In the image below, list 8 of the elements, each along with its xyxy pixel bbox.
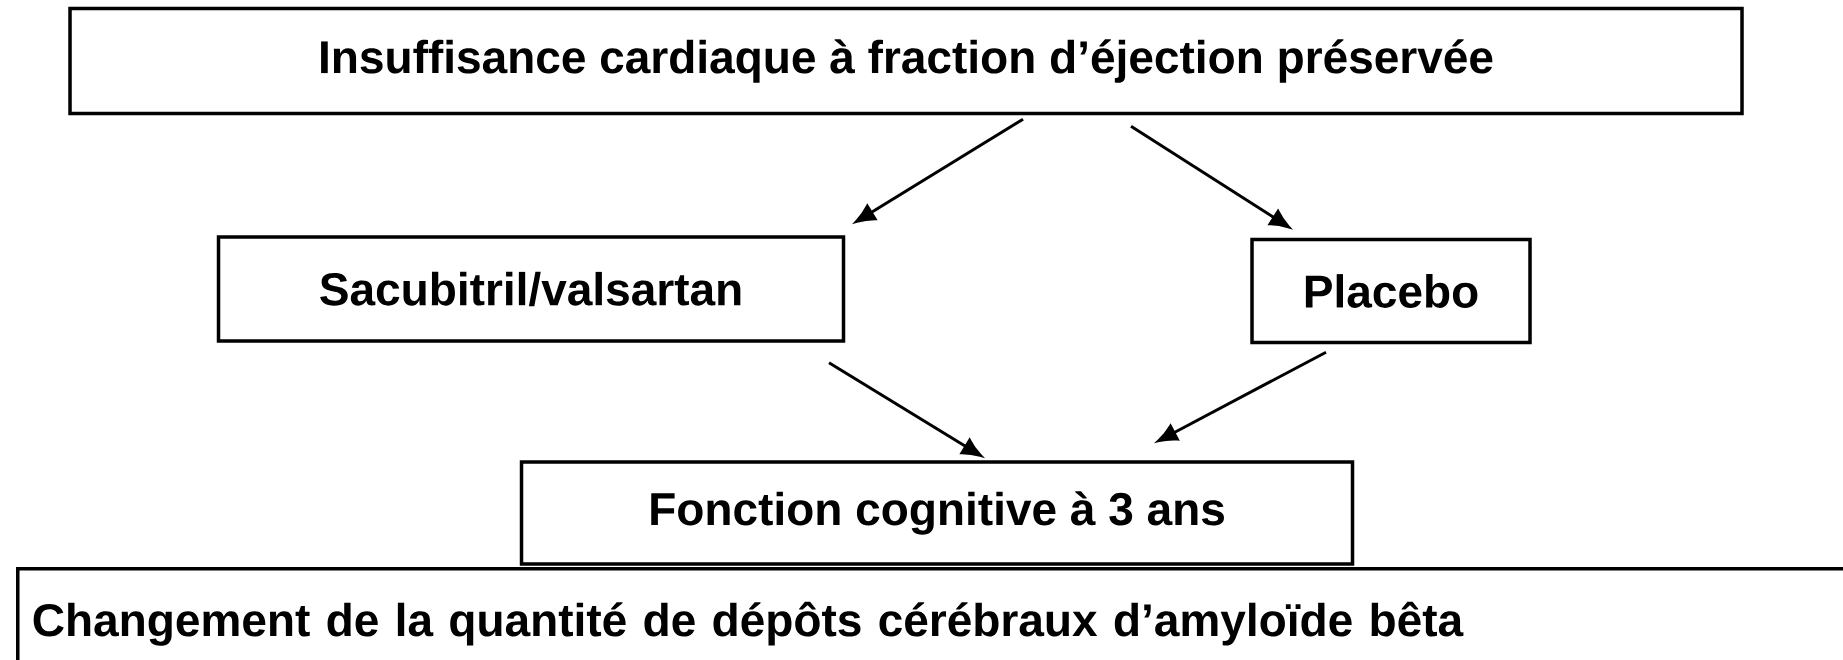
process-box: Fonction cognitive à 3 ans (519, 460, 1355, 566)
process-box: Placebo (1250, 237, 1532, 345)
arrow (828, 361, 982, 457)
arrow (855, 117, 1024, 223)
arrow (1157, 350, 1327, 443)
process-box: Changement de la quantité de dépôts cérébraux d’amyloïde bêta (16, 567, 1843, 660)
process-box: Insuffisance cardiaque à fraction d’éjection préservée (68, 6, 1744, 116)
process-box: Sacubitril/valsartan (216, 235, 846, 343)
